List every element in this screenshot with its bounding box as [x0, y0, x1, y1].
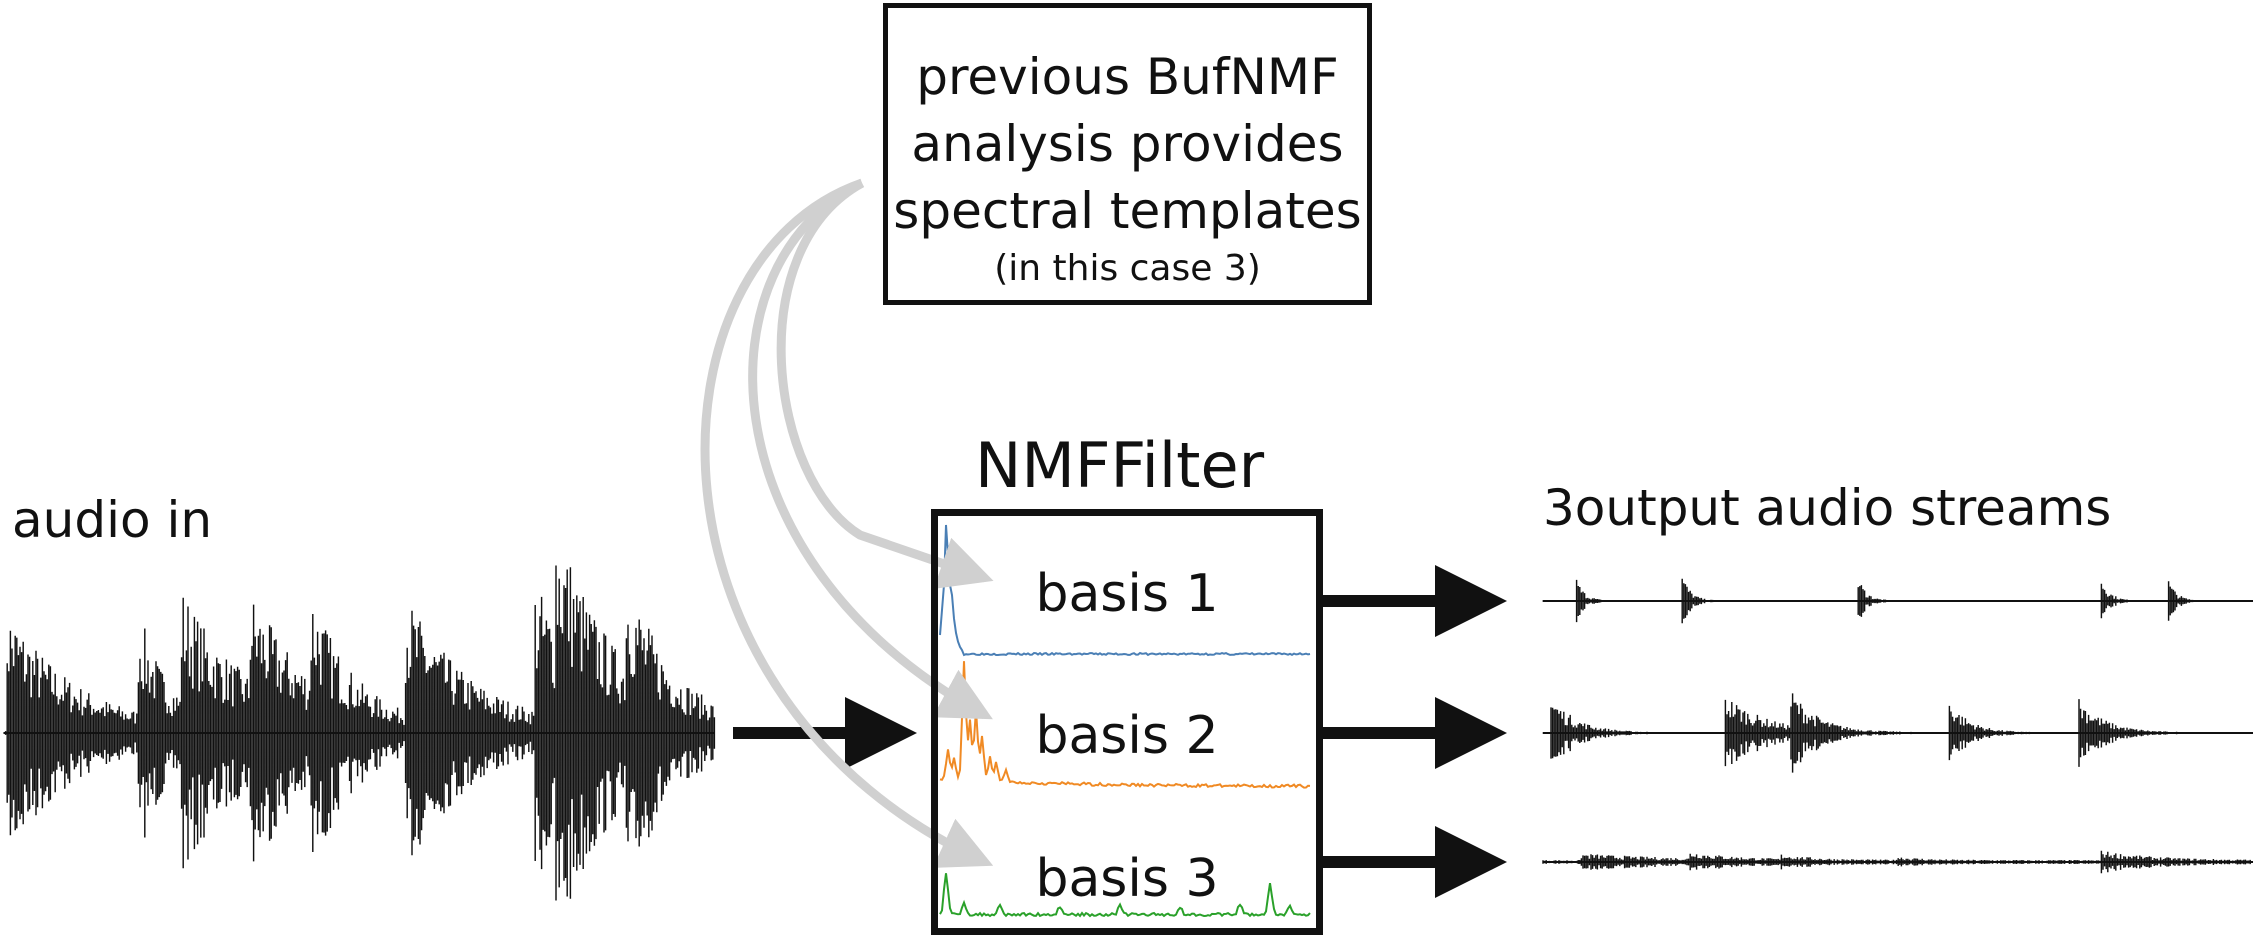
basis-1-spectrum — [939, 524, 1311, 657]
output-waveform-3 — [1542, 850, 2253, 874]
basis-2-label: basis 2 — [1035, 706, 1219, 766]
output-label: 3output audio streams — [1543, 479, 2112, 537]
note-line-3: spectral templates — [893, 182, 1362, 240]
template-arrow-1 — [776, 179, 994, 589]
template-arrow-2 — [748, 178, 993, 720]
input-label: audio in — [12, 491, 213, 549]
basis-2-spectrum — [939, 661, 1311, 789]
output-waveform-1 — [1542, 578, 2253, 624]
basis-3-spectrum — [939, 873, 1311, 918]
basis-1-label: basis 1 — [1035, 564, 1219, 624]
note-line-1: previous BufNMF — [916, 48, 1339, 106]
note-line-2: analysis provides — [911, 115, 1344, 173]
output-waveform-2 — [1542, 693, 2253, 773]
input-waveform — [3, 565, 716, 901]
filter-title: NMFFilter — [975, 429, 1265, 502]
nmf-filter-box: basis 1 basis 2 basis 3 — [931, 509, 1323, 935]
template-arrow-3 — [700, 178, 994, 868]
basis-3-label: basis 3 — [1035, 849, 1219, 909]
template-note-box: previous BufNMF analysis provides spectr… — [883, 3, 1372, 305]
note-subtext: (in this case 3) — [994, 248, 1261, 289]
